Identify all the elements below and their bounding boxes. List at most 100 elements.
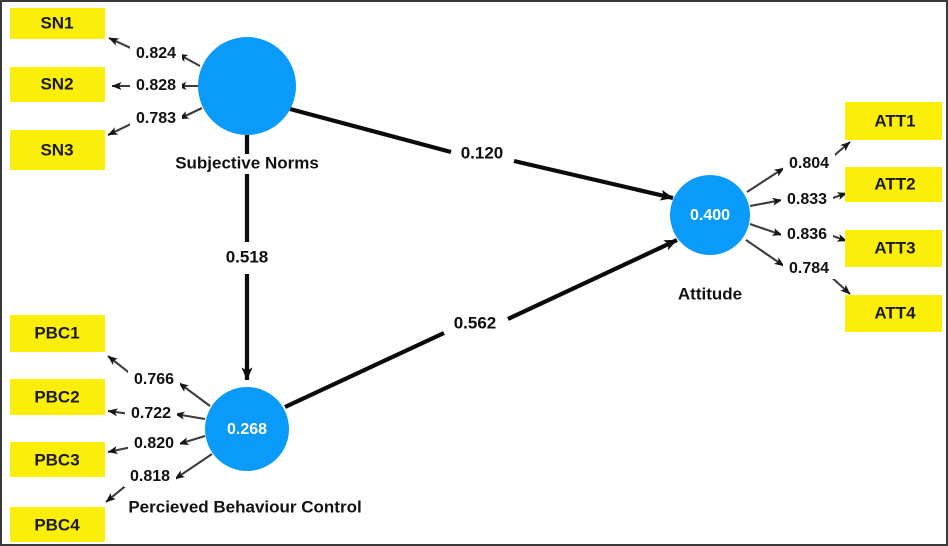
indicator-box-SN1[interactable] [10, 8, 105, 39]
path-coefficient-pbc-to-att: 0.562 [454, 313, 497, 332]
indicator-box-ATT4[interactable] [845, 295, 942, 332]
loading-labels-group: 0.824 0.828 0.783 0.766 0.722 0.820 [124, 44, 835, 487]
loading-line-PBC1 [178, 382, 211, 407]
construct-name-attitude: Attitude [678, 284, 742, 303]
indicator-box-ATT3[interactable] [845, 230, 942, 267]
loading-label-ATT1-wrap: 0.804 [783, 154, 835, 174]
path-coefficient-sn-to-pbc: 0.518 [226, 247, 269, 266]
indicator-label-PBC4: PBC4 [34, 515, 80, 534]
path-labels-group: 0.120 0.518 0.562 [217, 143, 512, 335]
loading-line-PBC4 [174, 453, 213, 480]
path-coefficient-sn-to-att: 0.120 [461, 143, 504, 162]
loading-line-PBC2 [174, 411, 206, 421]
construct-names-group: Subjective Norms Percieved Behaviour Con… [117, 153, 755, 518]
indicator-label-ATT3: ATT3 [874, 238, 915, 257]
construct-name-subjective-norms: Subjective Norms [175, 153, 319, 172]
construct-attitude[interactable]: 0.400 [670, 175, 750, 255]
indicator-box-SN3[interactable] [10, 130, 105, 170]
indicator-ATT2[interactable]: ATT2 [845, 167, 942, 202]
indicator-ATT4[interactable]: ATT4 [845, 295, 942, 332]
path-label-sn-pbc-wrap: 0.518 [217, 247, 277, 269]
construct-name-pbc-wrap: Percieved Behaviour Control [117, 497, 374, 518]
construct-subjective-norms[interactable] [198, 37, 296, 135]
indicator-box-PBC2[interactable] [10, 379, 105, 415]
loading-label-PBC1-wrap: 0.766 [128, 370, 180, 390]
loading-value-SN1: 0.824 [136, 45, 176, 62]
indicator-label-ATT2: ATT2 [874, 174, 915, 193]
loading-value-PBC2: 0.722 [131, 405, 171, 422]
indicator-SN2[interactable]: SN2 [10, 67, 105, 102]
path-label-sn-att-wrap: 0.120 [452, 143, 512, 165]
loading-value-PBC3: 0.820 [134, 435, 174, 452]
loading-bg-ATT3 [781, 225, 833, 245]
indicator-box-ATT1[interactable] [845, 102, 942, 140]
indicator-PBC1[interactable]: PBC1 [10, 315, 105, 352]
construct-circle-attitude[interactable] [670, 175, 750, 255]
loading-bg-ATT4 [783, 259, 835, 279]
loading-line-PBC3 [178, 434, 206, 446]
loading-value-ATT3: 0.836 [787, 226, 827, 243]
construct-circle-perceived-behaviour-control[interactable] [205, 387, 289, 471]
label-backdrop-att [665, 285, 755, 305]
loading-bg-PBC4 [124, 467, 176, 487]
path-line-sn-att-b [513, 158, 674, 201]
indicator-PBC4[interactable]: PBC4 [10, 507, 105, 542]
indicator-label-SN3: SN3 [40, 140, 73, 159]
construct-name-subjective-norms-wrap: Subjective Norms [169, 153, 326, 174]
indicator-PBC2[interactable]: PBC2 [10, 379, 105, 415]
loading-value-SN2: 0.828 [136, 77, 176, 94]
indicator-box-ATT2[interactable] [845, 167, 942, 202]
indicator-box-PBC3[interactable] [10, 442, 105, 477]
construct-name-perceived-behaviour-control: Percieved Behaviour Control [128, 497, 361, 516]
loading-bg-SN2 [130, 76, 182, 96]
path-bg-sn-att [452, 143, 512, 165]
r2-value-attitude: 0.400 [690, 207, 730, 224]
construct-circle-subjective-norms[interactable] [198, 37, 296, 135]
loading-label-ATT4-wrap: 0.784 [783, 259, 835, 279]
indicator-ATT3[interactable]: ATT3 [845, 230, 942, 267]
path-line-pbc-att-b [507, 238, 678, 321]
loading-value-SN3: 0.783 [136, 110, 176, 127]
path-line-pbc-att-a [284, 331, 445, 409]
loading-line-ATT4 [745, 239, 785, 267]
loading-bg-SN3 [130, 109, 182, 129]
loading-label-SN3-wrap: 0.783 [130, 109, 182, 129]
indicator-ATT1[interactable]: ATT1 [845, 102, 942, 140]
loading-label-ATT3-wrap: 0.836 [781, 225, 833, 245]
loading-label-PBC3-wrap: 0.820 [128, 434, 180, 454]
loading-line-ATT2 [749, 197, 783, 208]
indicator-box-PBC1[interactable] [10, 315, 105, 352]
indicator-SN3[interactable]: SN3 [10, 130, 105, 170]
loading-line-ATT1 [746, 167, 785, 193]
loading-value-ATT1: 0.804 [789, 155, 829, 172]
indicator-label-ATT1: ATT1 [874, 111, 915, 130]
path-line-sn-att-a [289, 106, 452, 155]
indicator-box-SN2[interactable] [10, 67, 105, 102]
loading-value-PBC4: 0.818 [130, 468, 170, 485]
loading-bg-PBC1 [128, 370, 180, 390]
loading-label-PBC2-wrap: 0.722 [125, 404, 177, 424]
loading-line-ATT3 [749, 223, 783, 236]
loading-bg-PBC3 [128, 434, 180, 454]
loading-label-SN2-wrap: 0.828 [130, 76, 182, 96]
indicator-box-PBC4[interactable] [10, 507, 105, 542]
indicator-label-PBC2: PBC2 [34, 387, 79, 406]
loading-arrow-SN3 [107, 122, 134, 136]
indicator-PBC3[interactable]: PBC3 [10, 442, 105, 477]
loading-value-ATT2: 0.833 [787, 191, 827, 208]
loading-bg-ATT1 [783, 154, 835, 174]
path-label-pbc-att-wrap: 0.562 [445, 313, 505, 335]
loading-bg-SN1 [130, 44, 182, 64]
indicator-label-PBC3: PBC3 [34, 450, 79, 469]
construct-perceived-behaviour-control[interactable]: 0.268 [205, 387, 289, 471]
indicator-label-SN2: SN2 [40, 74, 73, 93]
indicator-label-PBC1: PBC1 [34, 323, 79, 342]
indicator-SN1[interactable]: SN1 [10, 8, 105, 39]
r2-value-perceived-behaviour-control: 0.268 [227, 421, 267, 438]
indicator-label-SN1: SN1 [40, 13, 73, 32]
structural-paths-group [241, 106, 678, 409]
indicator-label-ATT4: ATT4 [874, 303, 916, 322]
path-bg-sn-pbc [217, 247, 277, 269]
